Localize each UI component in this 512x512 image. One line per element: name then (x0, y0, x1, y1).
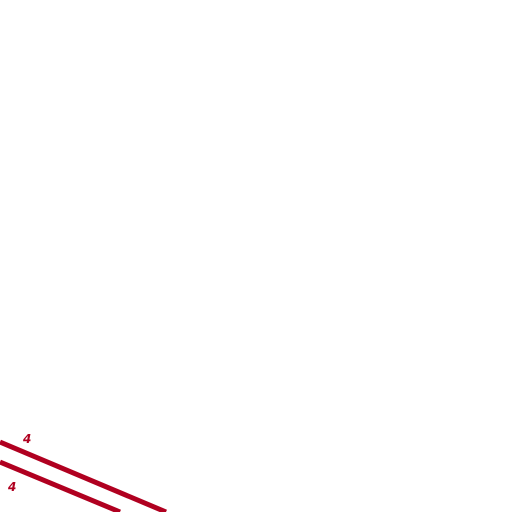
road-label-lower: 4 (7, 480, 16, 494)
highway-road-lower[interactable] (0, 459, 121, 512)
highway-road-upper[interactable] (0, 439, 167, 512)
road-label-upper: 4 (22, 432, 31, 446)
